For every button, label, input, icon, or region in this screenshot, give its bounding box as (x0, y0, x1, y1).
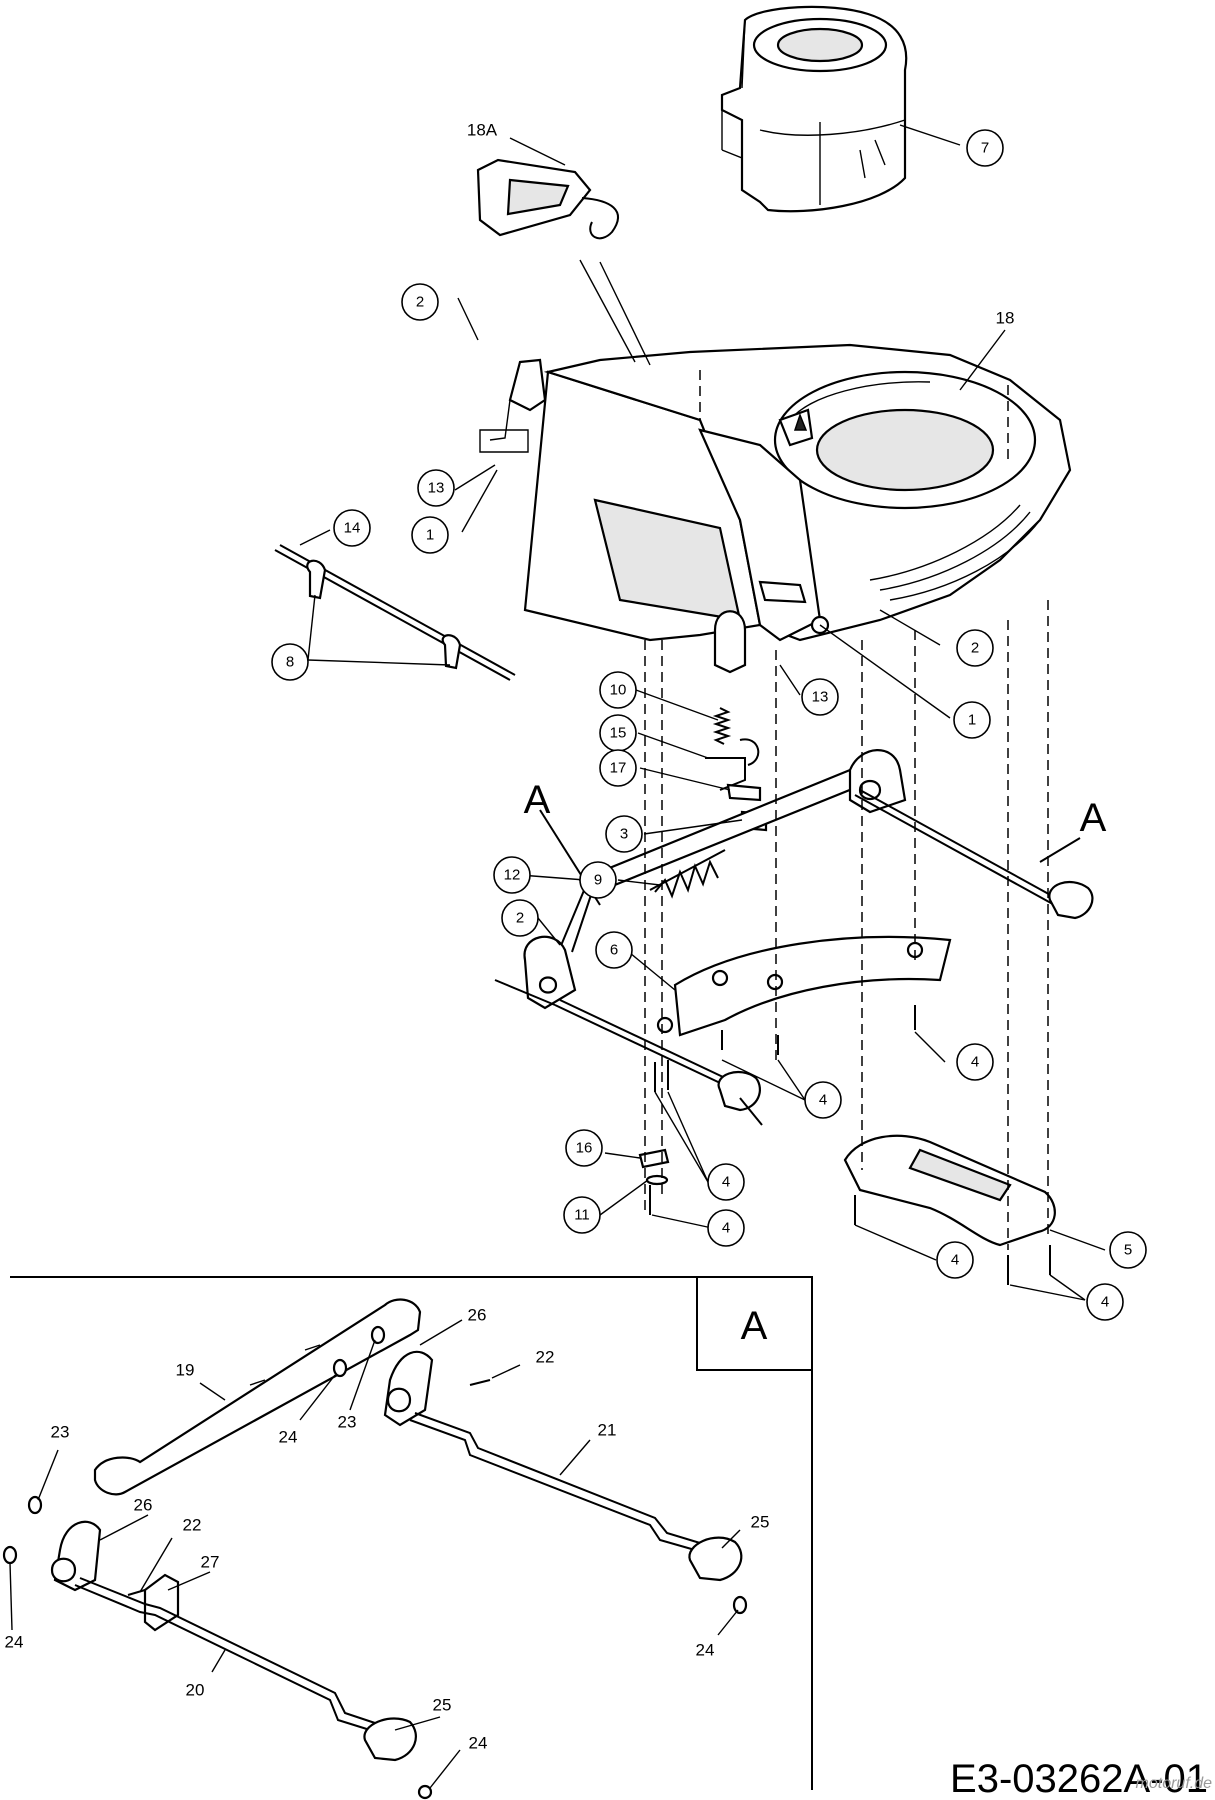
callout-18a: 18A (467, 121, 498, 140)
callout-4a: 4 (956, 1043, 994, 1081)
svg-text:17: 17 (610, 760, 627, 777)
callout-9: 9 (579, 861, 617, 899)
callouts-main: 7 18A 2 18 13 1 14 8 2 1 13 10 15 17 3 1… (271, 121, 1147, 1321)
callout-26-bottom: 26 (134, 1496, 153, 1515)
callout-3: 3 (605, 815, 643, 853)
svg-text:10: 10 (610, 682, 627, 699)
callout-12: 12 (493, 856, 531, 894)
callout-5: 5 (1109, 1231, 1147, 1269)
mower-housing-part (479, 343, 1072, 674)
svg-text:4: 4 (722, 1174, 730, 1191)
callout-1b: 1 (953, 701, 991, 739)
svg-text:2: 2 (516, 910, 524, 927)
callout-24-left: 24 (5, 1633, 24, 1652)
detail-a-label: A (741, 1304, 768, 1348)
callout-7: 7 (966, 129, 1004, 167)
svg-text:11: 11 (574, 1207, 590, 1224)
callout-14: 14 (333, 509, 371, 547)
callout-26-top: 26 (468, 1306, 487, 1325)
callout-4e: 4 (936, 1241, 974, 1279)
callout-2b: 2 (956, 629, 994, 667)
callout-27: 27 (201, 1553, 220, 1572)
callout-13b: 13 (801, 678, 839, 716)
svg-text:4: 4 (1101, 1294, 1109, 1311)
watermark: motoruf.de (1136, 1775, 1213, 1792)
svg-text:2: 2 (971, 640, 979, 657)
section-marker-a-left: A (524, 778, 551, 822)
svg-text:4: 4 (951, 1252, 959, 1269)
callout-22-bottom: 22 (183, 1516, 202, 1535)
svg-text:5: 5 (1124, 1242, 1132, 1259)
callout-6: 6 (595, 931, 633, 969)
svg-text:4: 4 (722, 1220, 730, 1237)
svg-text:4: 4 (971, 1054, 979, 1071)
svg-text:16: 16 (576, 1140, 593, 1157)
callout-25-right: 25 (751, 1513, 770, 1532)
callout-13a: 13 (417, 469, 455, 507)
svg-text:8: 8 (286, 654, 294, 671)
callout-10: 10 (599, 671, 637, 709)
svg-text:13: 13 (428, 480, 445, 497)
detail-a-frame: A (10, 1276, 813, 1790)
callout-4c: 4 (707, 1163, 745, 1201)
svg-text:6: 6 (610, 942, 618, 959)
height-adjuster-assembly (494, 749, 1094, 1285)
callout-8: 8 (271, 643, 309, 681)
spring-parts (649, 707, 768, 899)
axle-rod-part (274, 544, 516, 681)
detail-a-parts (2, 1298, 748, 1800)
callout-18: 18 (996, 309, 1015, 328)
callout-17: 17 (599, 749, 637, 787)
callout-16: 16 (565, 1129, 603, 1167)
callout-2c: 2 (501, 899, 539, 937)
callout-15: 15 (599, 714, 637, 752)
svg-text:7: 7 (981, 140, 989, 157)
svg-text:9: 9 (594, 872, 602, 889)
callout-11: 11 (563, 1196, 601, 1234)
assembly-guide-lines (644, 370, 1049, 1250)
engine-shroud-part (720, 5, 908, 213)
detail-a-callouts: 26 22 19 24 23 23 21 26 22 27 25 24 20 2… (5, 1306, 770, 1789)
svg-text:4: 4 (819, 1092, 827, 1109)
callout-22-top: 22 (536, 1348, 555, 1367)
svg-text:2: 2 (416, 294, 424, 311)
callout-24-right: 24 (696, 1641, 715, 1660)
callout-19: 19 (176, 1361, 195, 1380)
callout-24-mid: 24 (279, 1428, 298, 1447)
section-marker-a-right: A (1080, 796, 1107, 840)
callout-2a: 2 (401, 283, 439, 321)
callout-20: 20 (186, 1681, 205, 1700)
callout-21: 21 (598, 1421, 617, 1440)
svg-text:12: 12 (504, 867, 521, 884)
svg-text:1: 1 (426, 527, 434, 544)
svg-text:15: 15 (610, 725, 627, 742)
svg-text:13: 13 (812, 689, 829, 706)
callout-1a: 1 (411, 516, 449, 554)
callout-4d: 4 (707, 1209, 745, 1247)
callout-23-mid: 23 (338, 1413, 357, 1432)
callout-23-left: 23 (51, 1423, 70, 1442)
guide-bracket-part (476, 158, 619, 240)
callout-4f: 4 (1086, 1283, 1124, 1321)
callout-24-bottom: 24 (469, 1734, 488, 1753)
svg-text:3: 3 (620, 826, 628, 843)
svg-text:1: 1 (968, 712, 976, 729)
callout-25-bottom: 25 (433, 1696, 452, 1715)
drawing-code: E3-03262A-01 (950, 1757, 1208, 1800)
svg-text:14: 14 (344, 520, 361, 537)
callout-4b: 4 (804, 1081, 842, 1119)
